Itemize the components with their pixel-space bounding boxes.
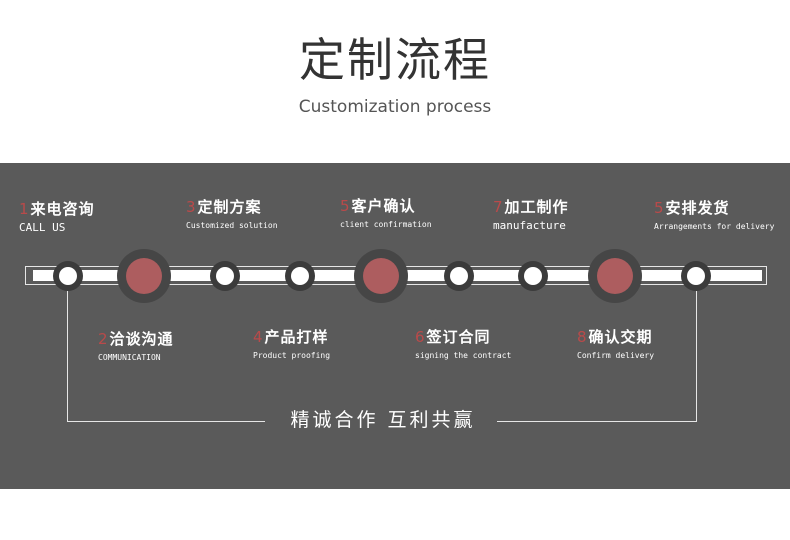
process-node: [285, 261, 315, 291]
step-number: 8: [577, 328, 588, 346]
step-manufacture: 7加工制作 manufacture: [493, 198, 569, 231]
step-subtitle: manufacture: [493, 219, 566, 232]
step-number: 3: [186, 198, 197, 216]
step-title: 安排发货: [665, 199, 730, 217]
connector-line-left: [67, 291, 68, 422]
process-node: [210, 261, 240, 291]
process-panel: [0, 163, 790, 489]
process-node: [53, 261, 83, 291]
step-call-us: 1来电咨询 CALL US: [19, 200, 95, 233]
page-title: 定制流程: [299, 33, 491, 87]
step-subtitle: Arrangements for delivery: [654, 222, 775, 231]
step-arrange-delivery: 5安排发货 Arrangements for delivery: [654, 199, 774, 232]
step-number: 2: [98, 330, 109, 348]
step-title: 洽谈沟通: [109, 330, 174, 348]
step-number: 5: [340, 197, 351, 215]
step-subtitle: CALL US: [19, 221, 66, 234]
connector-line-bottom-right: [497, 421, 697, 422]
step-number: 7: [493, 198, 504, 216]
step-subtitle: signing the contract: [415, 351, 512, 360]
step-subtitle: COMMUNICATION: [98, 353, 161, 362]
step-number: 1: [19, 200, 30, 218]
step-number: 4: [253, 328, 264, 346]
step-subtitle: Customized solution: [186, 221, 278, 230]
step-title: 来电咨询: [30, 200, 95, 218]
connector-line-bottom-left: [67, 421, 265, 422]
step-number: 6: [415, 328, 426, 346]
step-number: 5: [654, 199, 665, 217]
step-product-proofing: 4产品打样 Product proofing: [253, 328, 330, 361]
process-node-major: [588, 249, 642, 303]
step-client-confirmation: 5客户确认 client confirmation: [340, 197, 432, 230]
step-subtitle: client confirmation: [340, 220, 432, 229]
process-node: [518, 261, 548, 291]
process-node-major: [117, 249, 171, 303]
slogan: 精诚合作 互利共赢: [290, 409, 476, 431]
step-title: 定制方案: [197, 198, 262, 216]
connector-line-right: [696, 291, 697, 422]
page-subtitle: Customization process: [298, 97, 492, 117]
step-confirm-delivery: 8确认交期 Confirm delivery: [577, 328, 654, 361]
step-subtitle: Confirm delivery: [577, 351, 655, 360]
step-communication: 2洽谈沟通 COMMUNICATION: [98, 330, 174, 363]
step-signing-contract: 6签订合同 signing the contract: [415, 328, 511, 361]
step-title: 确认交期: [588, 328, 653, 346]
step-title: 签订合同: [426, 328, 491, 346]
process-node-major: [354, 249, 408, 303]
step-title: 客户确认: [351, 197, 416, 215]
step-customized-solution: 3定制方案 Customized solution: [186, 198, 278, 231]
step-title: 加工制作: [504, 198, 569, 216]
process-node: [444, 261, 474, 291]
process-node: [681, 261, 711, 291]
step-title: 产品打样: [264, 328, 329, 346]
step-subtitle: Product proofing: [253, 351, 331, 360]
